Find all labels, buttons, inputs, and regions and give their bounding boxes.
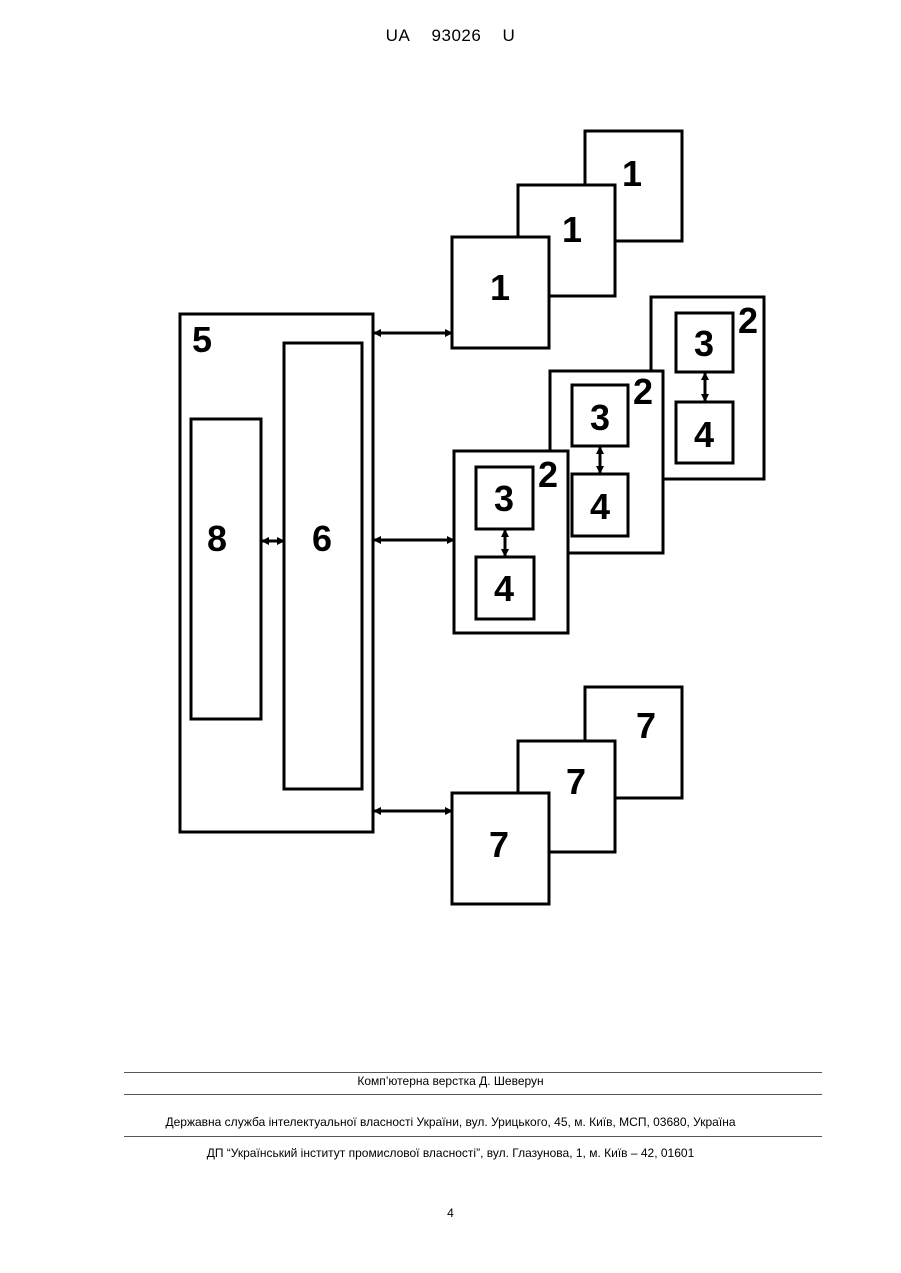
block-6-frame	[284, 343, 362, 789]
block-3-middle-label: 3	[590, 397, 610, 438]
block-8-label: 8	[207, 518, 227, 559]
footer-rule-top	[124, 1072, 822, 1073]
agency-address: Державна служба інтелектуальної власност…	[0, 1115, 901, 1129]
block-5-label: 5	[192, 319, 212, 360]
block-1-back-label: 1	[622, 153, 642, 194]
block-2-front-label: 2	[538, 454, 558, 495]
block-4-middle-label: 4	[590, 486, 610, 527]
institute-address: ДП “Український інститут промислової вла…	[0, 1146, 901, 1160]
block-8-frame	[191, 419, 261, 719]
layout-credit: Комп’ютерна верстка Д. Шеверун	[0, 1074, 901, 1088]
block-2-group-front: 2 3 4	[454, 451, 568, 633]
block-7-group: 7 7 7	[452, 687, 682, 904]
block-4-back-label: 4	[694, 414, 714, 455]
block-2-back-label: 2	[738, 300, 758, 341]
block-3-back-label: 3	[694, 323, 714, 364]
block-1-middle-label: 1	[562, 209, 582, 250]
block-7-back-label: 7	[636, 705, 656, 746]
block-7-middle-label: 7	[566, 761, 586, 802]
footer-rule-bottom	[124, 1136, 822, 1137]
block-1-front-label: 1	[490, 267, 510, 308]
block-7-front-label: 7	[489, 824, 509, 865]
block-diagram: 5 6 8 1 1 1 2 3 4 2 3 4 2	[0, 0, 901, 1060]
block-4-front-label: 4	[494, 568, 514, 609]
block-3-front-label: 3	[494, 478, 514, 519]
footer-rule-middle	[124, 1094, 822, 1095]
block-5-unit: 5 6 8	[180, 314, 373, 832]
page-number: 4	[0, 1206, 901, 1220]
block-6-label: 6	[312, 518, 332, 559]
block-2-group-back: 2 3 4	[651, 297, 764, 479]
block-1-group: 1 1 1	[452, 131, 682, 348]
block-2-middle-label: 2	[633, 371, 653, 412]
